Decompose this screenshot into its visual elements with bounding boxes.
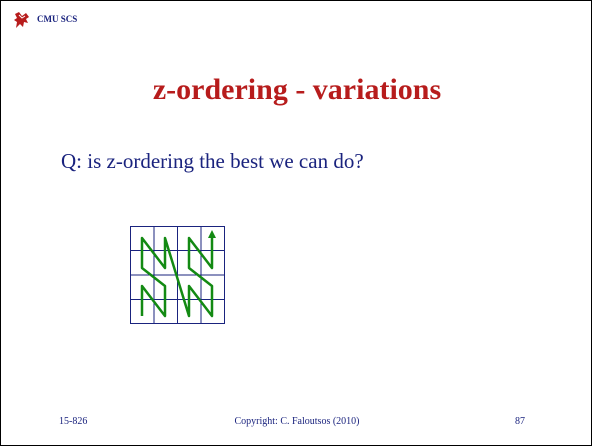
- arrow-head-icon: [208, 230, 216, 238]
- footer-page-number: 87: [515, 416, 525, 427]
- footer-copyright: Copyright: C. Faloutsos (2010): [234, 416, 360, 427]
- z-order-curve: [140, 236, 214, 318]
- slide-title: z-ordering - variations: [152, 73, 442, 106]
- header-label: CMU SCS: [37, 14, 78, 24]
- question-text: Q: is z-ordering the best we can do?: [61, 149, 364, 173]
- z-order-diagram: [130, 226, 225, 324]
- dragon-logo-icon: [14, 12, 29, 28]
- grid: [130, 226, 225, 324]
- footer-course-number: 15-826: [59, 416, 88, 427]
